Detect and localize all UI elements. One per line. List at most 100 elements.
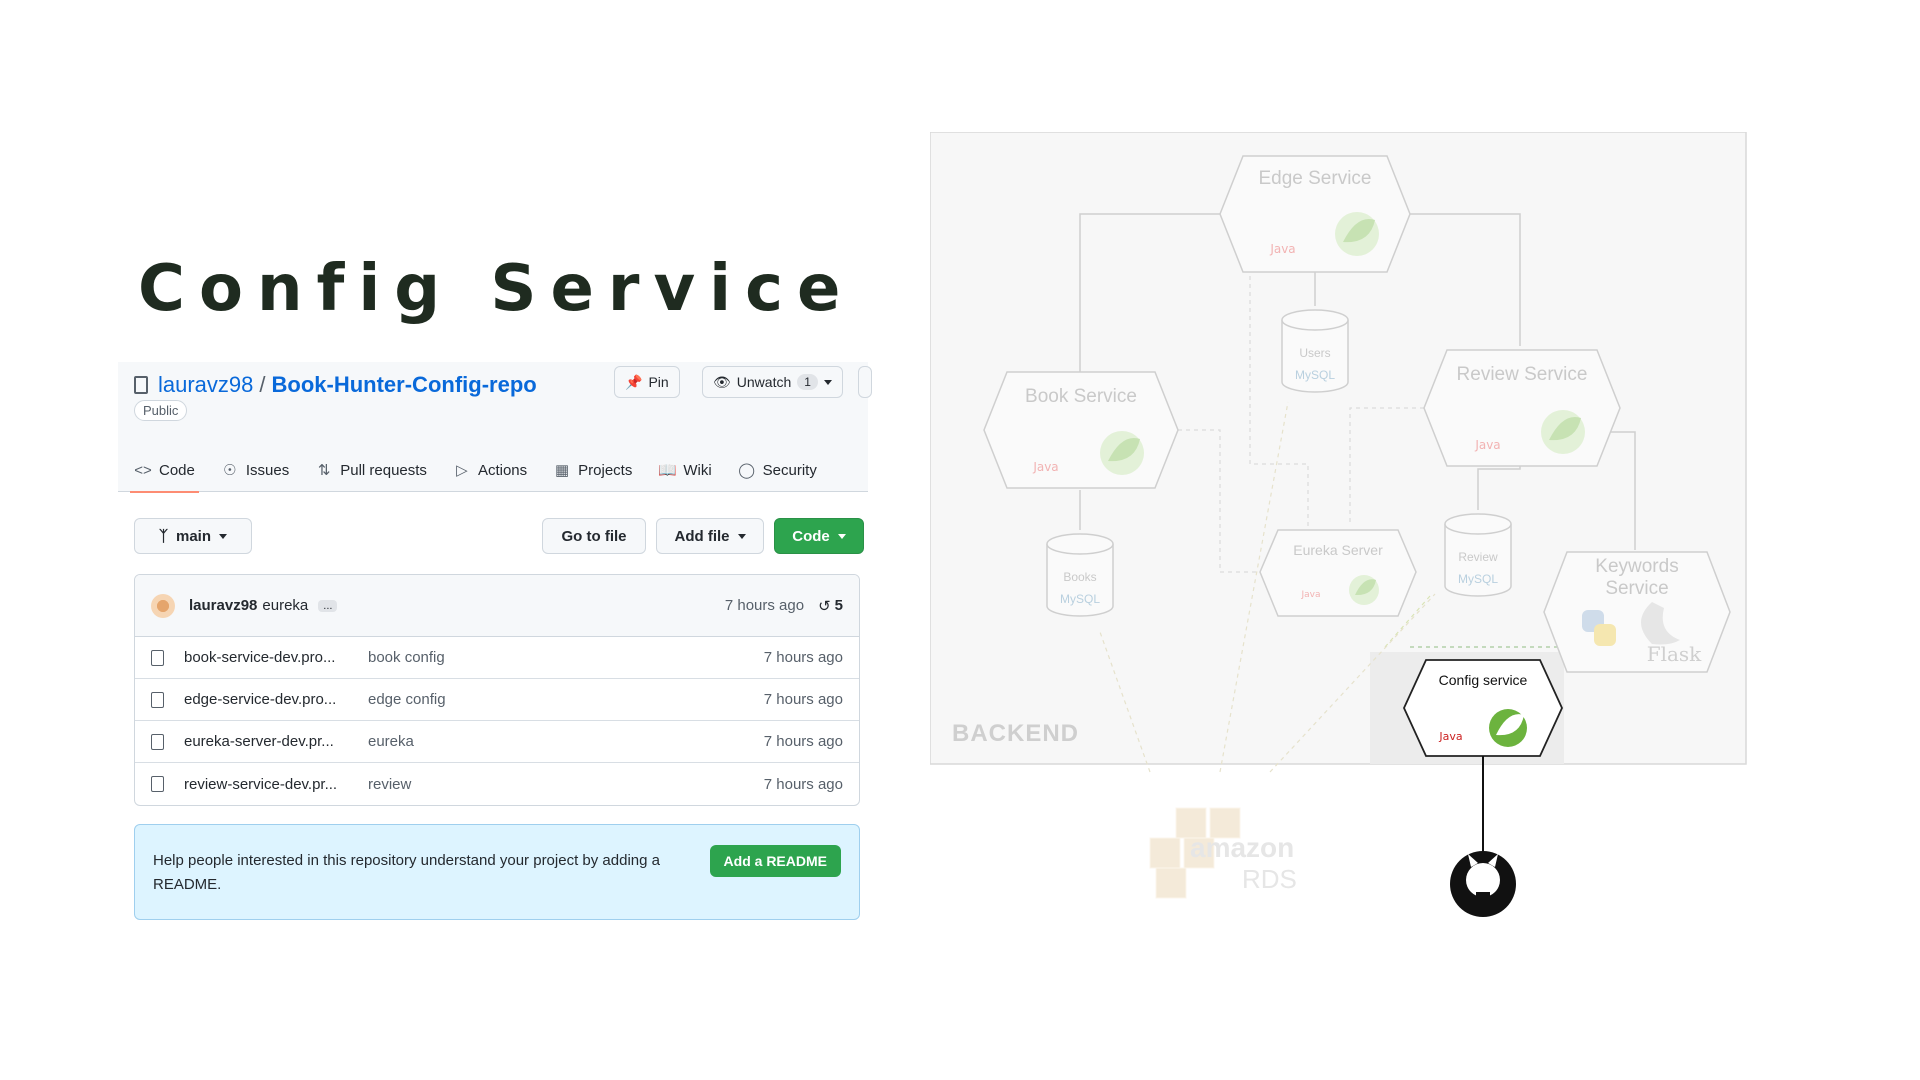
- readme-prompt: Help people interested in this repositor…: [134, 824, 860, 920]
- book-to-edge-line: [1079, 213, 1220, 372]
- pull-request-icon: ⇅: [317, 462, 331, 479]
- spring-icons: [1100, 212, 1585, 747]
- table-icon: ▦: [555, 462, 570, 479]
- branch-label: main: [176, 527, 212, 545]
- spring-leaf: [1496, 714, 1524, 736]
- book-to-eureka-line: [1178, 429, 1260, 573]
- file-commit-message[interactable]: eureka: [368, 733, 414, 750]
- aws-label: amazon: [1190, 832, 1295, 863]
- commit-message[interactable]: eureka: [262, 597, 309, 614]
- repo-tabs: <> Code ☉ Issues ⇅ Pull requests ▷ Actio…: [130, 448, 817, 493]
- java-icon: Java: [1475, 438, 1501, 452]
- file-icon: [151, 649, 164, 666]
- commit-time: 7 hours ago: [724, 597, 805, 614]
- latest-commit-row: lauravz98 eureka ... 7 hours ago ↺ 5: [135, 575, 859, 637]
- rds-to-review-line: [1269, 593, 1436, 773]
- add-readme-button[interactable]: Add a README: [709, 845, 841, 877]
- chevron-down-icon: [219, 533, 228, 539]
- tab-projects[interactable]: ▦ Projects: [553, 448, 632, 492]
- java-icon: Java: [1301, 590, 1321, 600]
- flask-label: Flask: [1646, 642, 1702, 666]
- shield-icon: ◯: [738, 462, 756, 479]
- tab-pull-requests[interactable]: ⇅ Pull requests: [315, 448, 427, 492]
- code-button-label: Code: [792, 527, 830, 545]
- spring-leaf: [1355, 579, 1376, 596]
- eye-icon: 👁: [713, 373, 731, 390]
- commit-count[interactable]: 5: [834, 597, 843, 614]
- file-name[interactable]: book-service-dev.pro...: [184, 649, 336, 666]
- file-commit-message[interactable]: review: [368, 775, 412, 793]
- book-service-label: Book Service: [1025, 386, 1137, 407]
- pin-button[interactable]: 📌 Pin: [614, 366, 680, 398]
- tab-code[interactable]: <> Code: [130, 448, 199, 493]
- book-icon: 📖: [658, 462, 678, 479]
- file-name[interactable]: eureka-server-dev.pr...: [184, 733, 334, 750]
- tab-actions[interactable]: ▷ Actions: [453, 448, 527, 492]
- keywords-service-label: Keywords Service: [1595, 556, 1679, 599]
- star-button-partial[interactable]: [858, 366, 872, 398]
- chevron-down-icon: [737, 533, 746, 539]
- code-icon: <>: [134, 461, 152, 479]
- books-db: [1046, 544, 1114, 617]
- repo-owner-link[interactable]: lauravz98: [158, 372, 254, 397]
- file-time: 7 hours ago: [763, 649, 843, 666]
- repo-name-link[interactable]: Book-Hunter-Config-repo: [271, 372, 537, 397]
- pin-icon: 📌: [625, 373, 643, 390]
- file-name[interactable]: edge-service-dev.pro...: [184, 691, 337, 708]
- tab-issues[interactable]: ☉ Issues: [221, 448, 289, 492]
- java-icon: Java: [1033, 460, 1059, 474]
- chevron-down-icon: [823, 379, 832, 385]
- file-commit-message[interactable]: book config: [368, 649, 445, 666]
- databases: [1046, 309, 1512, 617]
- breadcrumb-separator: /: [259, 372, 266, 397]
- python-icon: [1582, 610, 1616, 646]
- file-name[interactable]: review-service-dev.pr...: [184, 775, 338, 793]
- connections: [1079, 213, 1636, 550]
- config-service-label: Config service: [1438, 672, 1528, 688]
- backend-label: BACKEND: [952, 720, 1079, 747]
- mysql-icon: MySQL: [1294, 368, 1335, 382]
- avatar[interactable]: [151, 593, 175, 618]
- dashed-connections: [1099, 276, 1580, 773]
- pin-label: Pin: [648, 374, 669, 390]
- commit-expand-button[interactable]: ...: [318, 599, 338, 612]
- file-row[interactable]: eureka-server-dev.pr... eureka 7 hours a…: [135, 721, 859, 763]
- rds-to-users-line: [1219, 401, 1289, 773]
- file-icon: [151, 691, 164, 708]
- file-row[interactable]: book-service-dev.pro... book config 7 ho…: [135, 637, 859, 679]
- edge-to-eureka-line: [1249, 276, 1309, 542]
- tab-security[interactable]: ◯ Security: [738, 448, 817, 492]
- users-db: [1281, 320, 1349, 393]
- books-db-top: [1046, 533, 1114, 555]
- commit-author[interactable]: lauravz98: [189, 597, 258, 614]
- code-button[interactable]: Code: [774, 518, 864, 554]
- mysql-icon: MySQL: [1059, 592, 1100, 606]
- file-row[interactable]: edge-service-dev.pro... edge config 7 ho…: [135, 679, 859, 721]
- users-db-label: Users: [1299, 346, 1331, 360]
- add-file-button[interactable]: Add file: [656, 518, 764, 554]
- tab-wiki[interactable]: 📖 Wiki: [658, 448, 711, 492]
- watch-counter: 1: [797, 374, 818, 390]
- keywords-service-node: [1543, 551, 1731, 673]
- repo-icon: [134, 376, 148, 394]
- books-db-label: Books: [1063, 570, 1097, 584]
- unwatch-button[interactable]: 👁 Unwatch 1: [702, 366, 843, 398]
- file-commit-message[interactable]: edge config: [368, 691, 446, 708]
- users-db-top: [1281, 309, 1349, 331]
- go-to-file-button[interactable]: Go to file: [542, 518, 646, 554]
- history-icon[interactable]: ↺: [818, 597, 831, 615]
- tab-label: Wiki: [683, 461, 712, 479]
- branch-selector[interactable]: ᛉ main: [134, 518, 252, 554]
- rds-label: RDS: [1242, 864, 1297, 894]
- file-icon: [151, 733, 164, 750]
- tab-label: Code: [159, 461, 195, 479]
- review-db-top: [1444, 513, 1512, 535]
- issue-icon: ☉: [223, 462, 237, 479]
- file-list: lauravz98 eureka ... 7 hours ago ↺ 5 boo…: [134, 574, 860, 806]
- tab-label: Projects: [578, 461, 633, 479]
- review-to-edge-line: [1410, 213, 1521, 346]
- file-row[interactable]: review-service-dev.pr... review 7 hours …: [135, 763, 859, 805]
- diagram-canvas: [930, 132, 1747, 917]
- flask-icon: [1641, 602, 1680, 645]
